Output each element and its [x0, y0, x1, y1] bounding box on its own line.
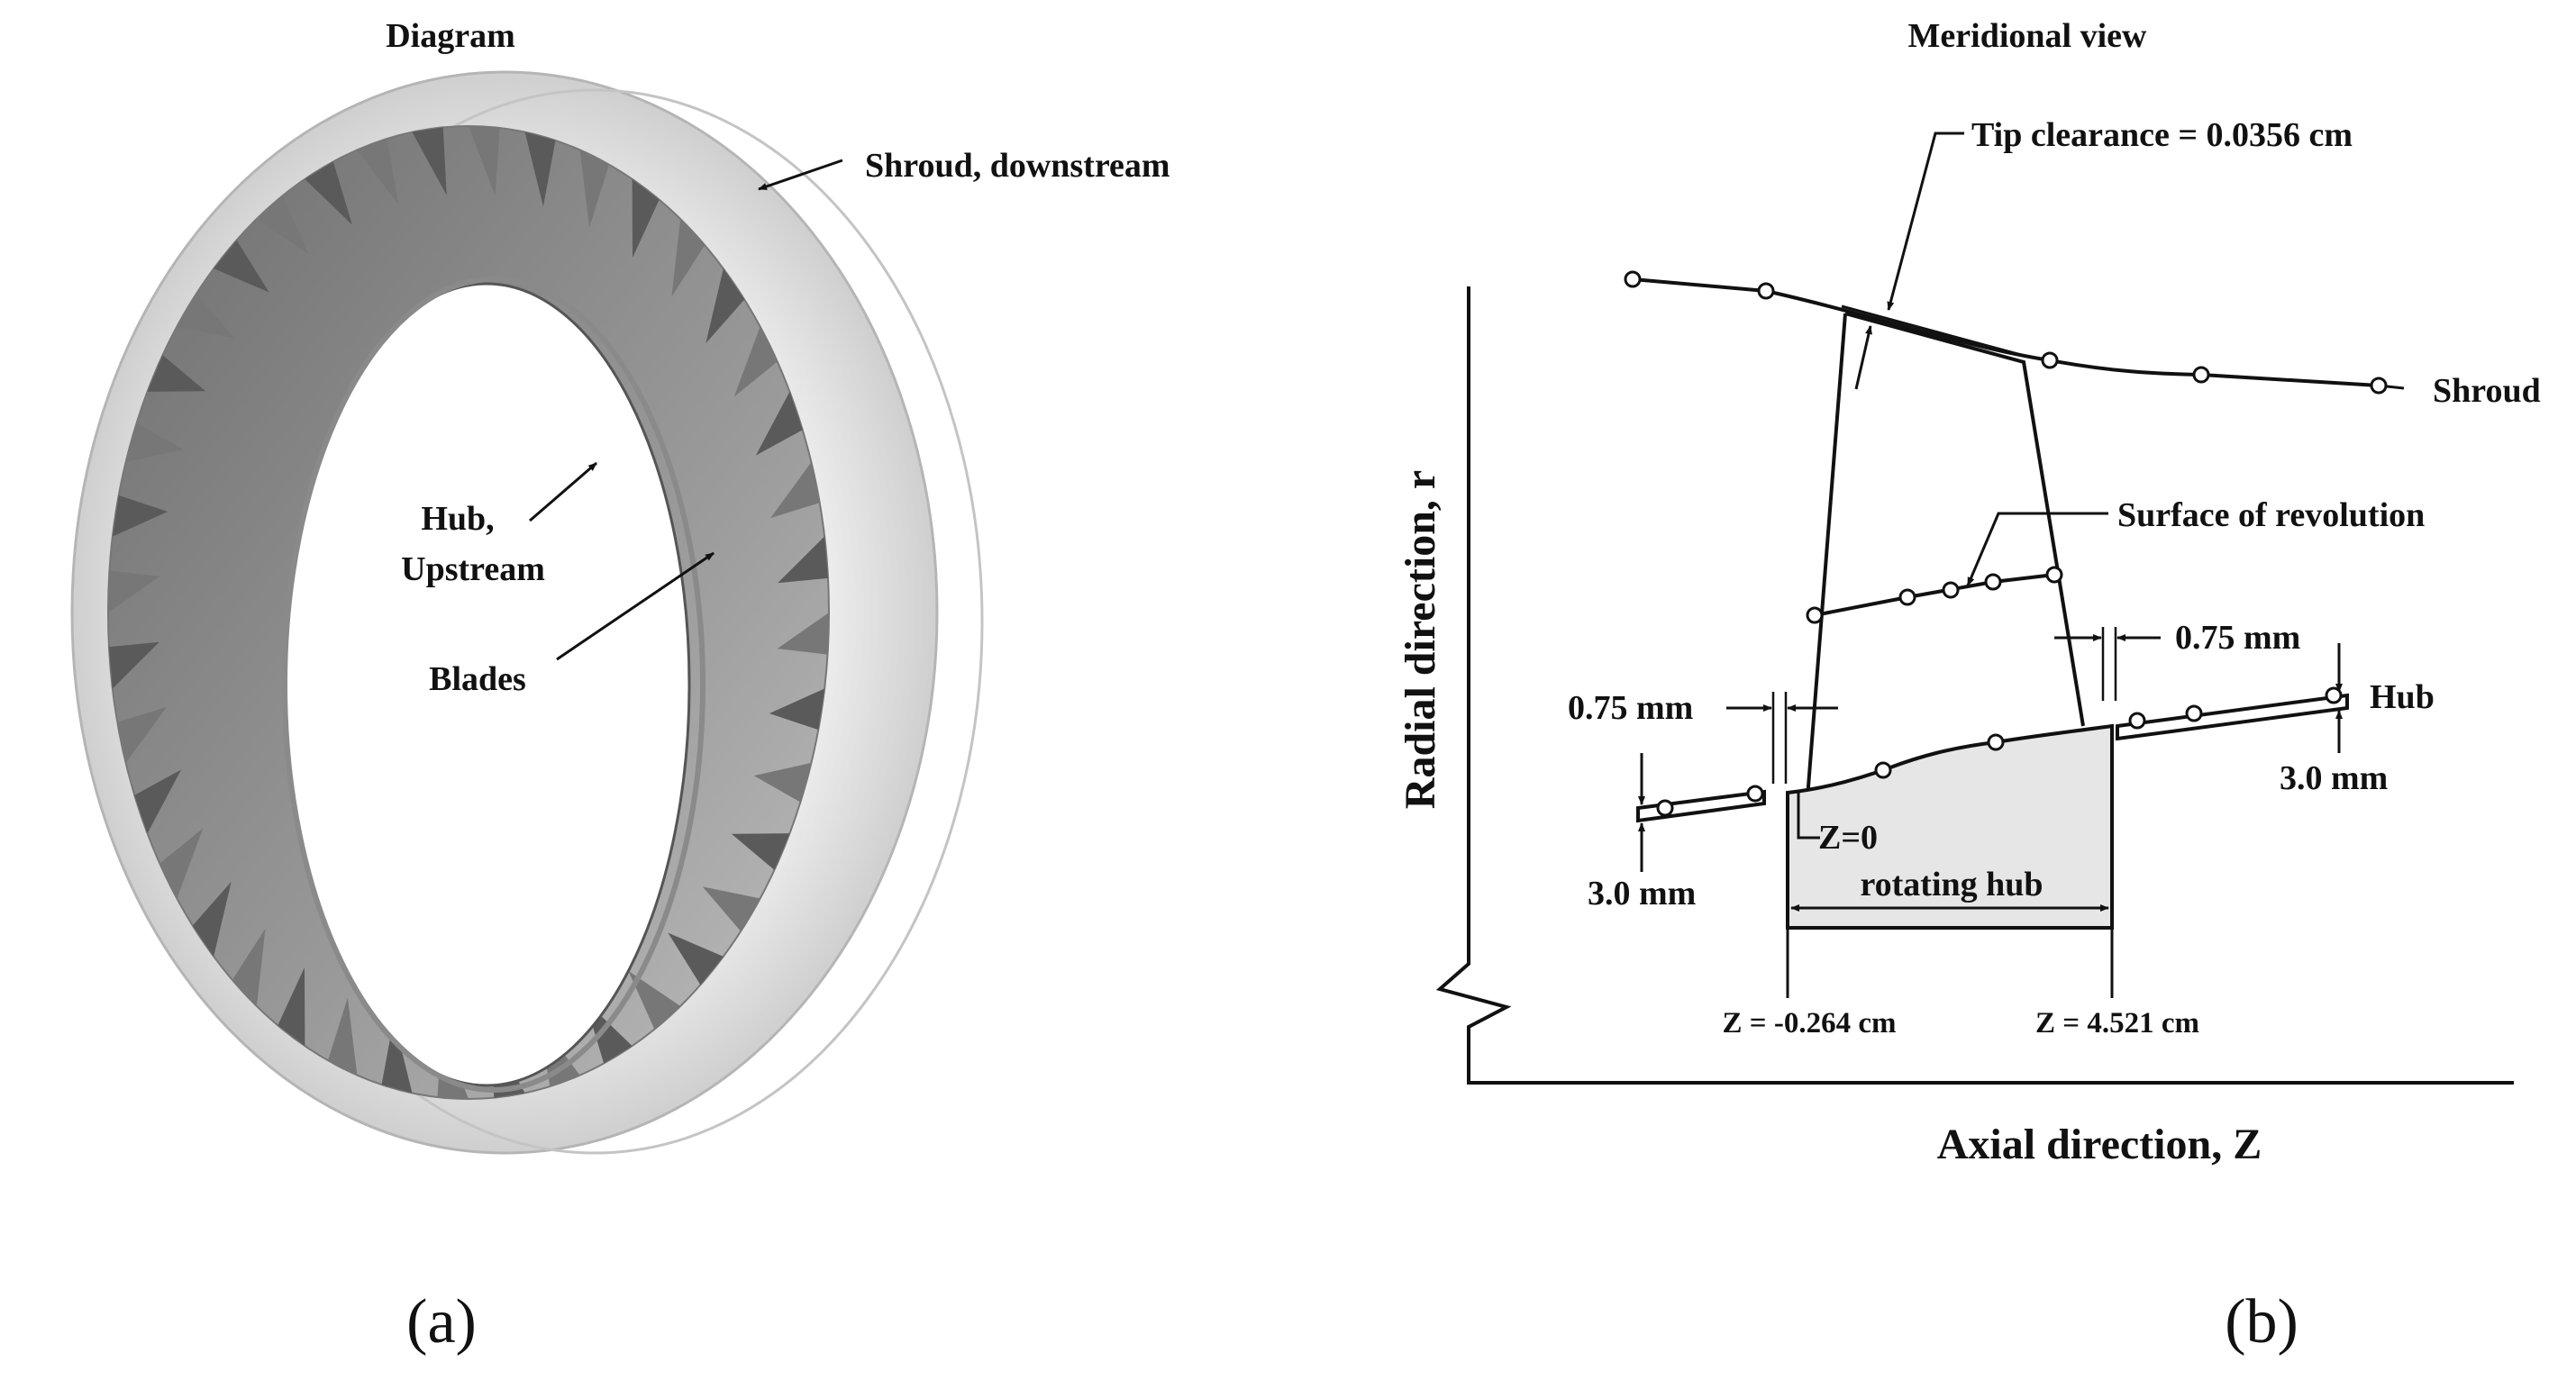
node-marker — [1806, 606, 1824, 624]
label-rotating-hub: rotating hub — [1860, 866, 2043, 903]
label-shroud: Shroud — [2433, 372, 2541, 410]
blade-tooth — [579, 150, 609, 228]
blade-teeth — [108, 126, 829, 1099]
blade-tooth — [412, 127, 447, 195]
panel-a-diagram: Diagram Shroud, downstream Hub, Upstream… — [70, 17, 1170, 1357]
blade-tooth — [778, 536, 829, 584]
surface-of-revolution — [1814, 573, 2055, 617]
shroud-arrow — [758, 159, 843, 191]
node-marker — [1656, 799, 1674, 817]
blade-tooth — [108, 641, 159, 689]
label-z-end: Z = 4.521 cm — [2035, 1007, 2199, 1040]
blade-tooth — [232, 928, 266, 1006]
blade-tooth — [469, 126, 500, 196]
label-gap-left: 0.75 mm — [1568, 689, 1693, 727]
node-marker — [1984, 573, 2002, 591]
node-marker — [1898, 588, 1916, 606]
blade-tooth — [733, 326, 778, 397]
blade-tooth — [357, 138, 399, 205]
label-hub-line2: Upstream — [401, 550, 545, 588]
blade-tooth — [328, 997, 358, 1076]
blade-tooth — [731, 833, 790, 870]
blade-outline — [1806, 312, 2085, 799]
blade-tooth — [305, 161, 352, 225]
blade-tooth — [381, 1018, 413, 1094]
node-marker — [2370, 377, 2388, 395]
axis-y-label: Radial direction, r — [1397, 470, 1444, 809]
blade-tooth — [524, 132, 556, 207]
blade-tooth — [117, 706, 167, 763]
node-marker — [2128, 712, 2146, 730]
caption-a: (a) — [406, 1287, 477, 1357]
label-tip-clearance: Tip clearance = 0.0356 cm — [1971, 116, 2353, 154]
node-marker — [2045, 566, 2063, 584]
hub-arrow — [529, 461, 597, 522]
panel-b-meridional-view: Meridional view Radial direction, r Axia… — [1397, 17, 2541, 1357]
tip-clearance-leader — [1887, 132, 1964, 311]
node-markers — [1624, 270, 2388, 817]
blade-tooth — [668, 932, 724, 985]
blade-tooth — [214, 240, 269, 293]
blade-tooth — [147, 355, 206, 392]
node-marker — [1987, 733, 2005, 751]
blade-tooth — [671, 219, 705, 297]
blade-tooth — [777, 613, 829, 655]
label-hub: Hub — [2370, 678, 2435, 716]
blade-tooth — [770, 462, 820, 519]
blade-tip-clearance-edge — [1841, 304, 2022, 357]
node-marker — [1874, 761, 1892, 779]
hub-downstream-strip — [2116, 693, 2349, 741]
rotating-hub-block — [1786, 723, 2114, 930]
panel-a-title: Diagram — [386, 17, 515, 55]
blade-tooth — [256, 195, 309, 255]
label-surface-of-revolution: Surface of revolution — [2117, 496, 2425, 534]
blade-tooth — [278, 967, 305, 1047]
blade-tooth — [628, 970, 681, 1030]
caption-b: (b) — [2225, 1287, 2298, 1357]
node-marker — [1624, 270, 1642, 288]
hub-inner-shade — [282, 277, 705, 1093]
axis-x-label: Axial direction, Z — [1937, 1121, 2262, 1168]
node-marker — [1746, 785, 1764, 803]
node-marker — [1757, 282, 1775, 300]
blades-arrow — [556, 551, 715, 661]
z-zero-leader — [1797, 793, 1820, 840]
blade-tooth — [112, 495, 168, 537]
label-gap-right: 0.75 mm — [2175, 619, 2300, 657]
blade-tooth — [753, 762, 812, 803]
blade-tooth — [177, 294, 235, 339]
node-marker — [2192, 366, 2210, 384]
node-marker — [2325, 686, 2343, 704]
blade-tooth — [134, 769, 182, 834]
label-blades: Blades — [429, 660, 526, 698]
label-hub-line1: Hub, — [421, 500, 494, 538]
node-marker — [2185, 704, 2203, 722]
panel-b-title: Meridional view — [1908, 17, 2147, 55]
label-z-start: Z = -0.264 cm — [1723, 1007, 1897, 1040]
blade-tooth — [632, 178, 660, 258]
blade-tooth — [702, 886, 760, 931]
blade-tooth — [108, 570, 160, 613]
node-marker — [1942, 581, 1960, 599]
label-step-left: 3.0 mm — [1588, 875, 1696, 912]
blade-tooth — [769, 688, 825, 731]
blade-tooth — [755, 391, 803, 456]
shroud-curve — [1632, 277, 2380, 387]
blade-tooth — [705, 268, 745, 344]
blade-tooth — [192, 881, 232, 957]
surface-leader — [1966, 512, 2108, 586]
node-marker — [2041, 351, 2059, 369]
label-step-right: 3.0 mm — [2280, 759, 2388, 797]
y-axis — [1435, 286, 2514, 1085]
tip-clearance-small-arrow — [1854, 325, 1872, 390]
label-shroud-downstream: Shroud, downstream — [865, 147, 1170, 185]
blade-tooth — [159, 828, 204, 899]
label-z-zero: Z=0 — [1818, 819, 1878, 857]
blade-tooth — [125, 422, 184, 463]
